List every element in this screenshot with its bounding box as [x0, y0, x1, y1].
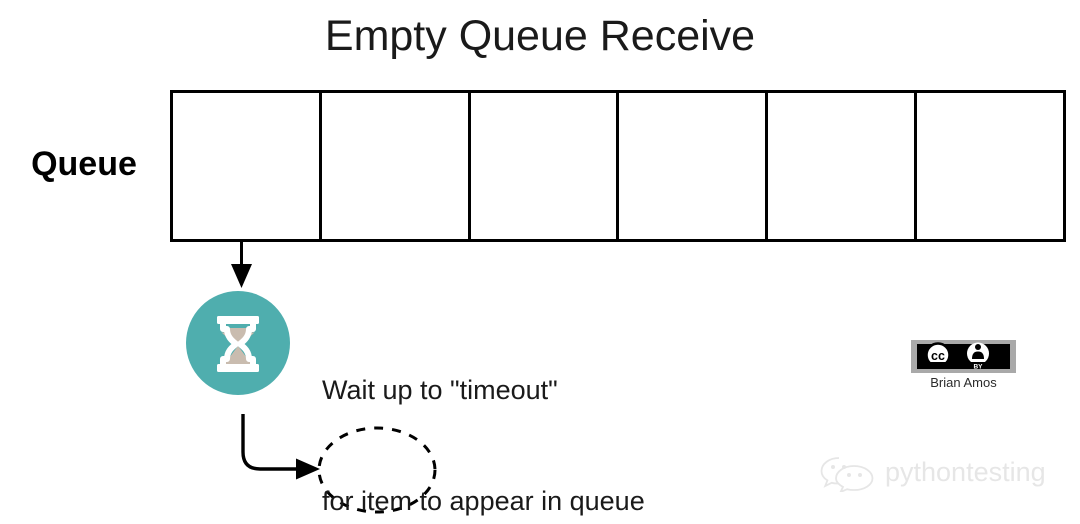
license-author: Brian Amos: [930, 375, 997, 390]
queue-slot: [321, 93, 471, 239]
hourglass-glyph: [217, 316, 259, 372]
queue-slot: [768, 93, 918, 239]
cc-by-text: BY: [973, 364, 983, 371]
wechat-bubbles-icon: [820, 457, 874, 492]
queue-slot: [470, 93, 620, 239]
wait-description: Wait up to "timeout" for item to appear …: [322, 298, 645, 524]
queue-slot: [173, 93, 322, 239]
creative-commons-by-icon: cc BY: [911, 340, 1016, 373]
queue-slot: [619, 93, 769, 239]
arrow-down-queue-to-hourglass: [231, 241, 252, 288]
cc-mark-text: cc: [931, 349, 945, 363]
arrow-curved-hourglass-to-item: [241, 414, 320, 480]
hourglass-icon: [186, 291, 290, 395]
queue-label: Queue: [31, 145, 137, 183]
queue-slot: [917, 93, 1063, 239]
license-badge: cc BY Brian Amos: [911, 340, 1016, 392]
wait-line-1: Wait up to "timeout": [322, 375, 558, 405]
watermark: pythontesting: [818, 452, 1046, 492]
watermark-text: pythontesting: [885, 457, 1046, 487]
wait-line-2: for item to appear in queue: [322, 486, 645, 516]
page-title: Empty Queue Receive: [324, 12, 756, 60]
queue-slots-container: [170, 90, 1066, 242]
